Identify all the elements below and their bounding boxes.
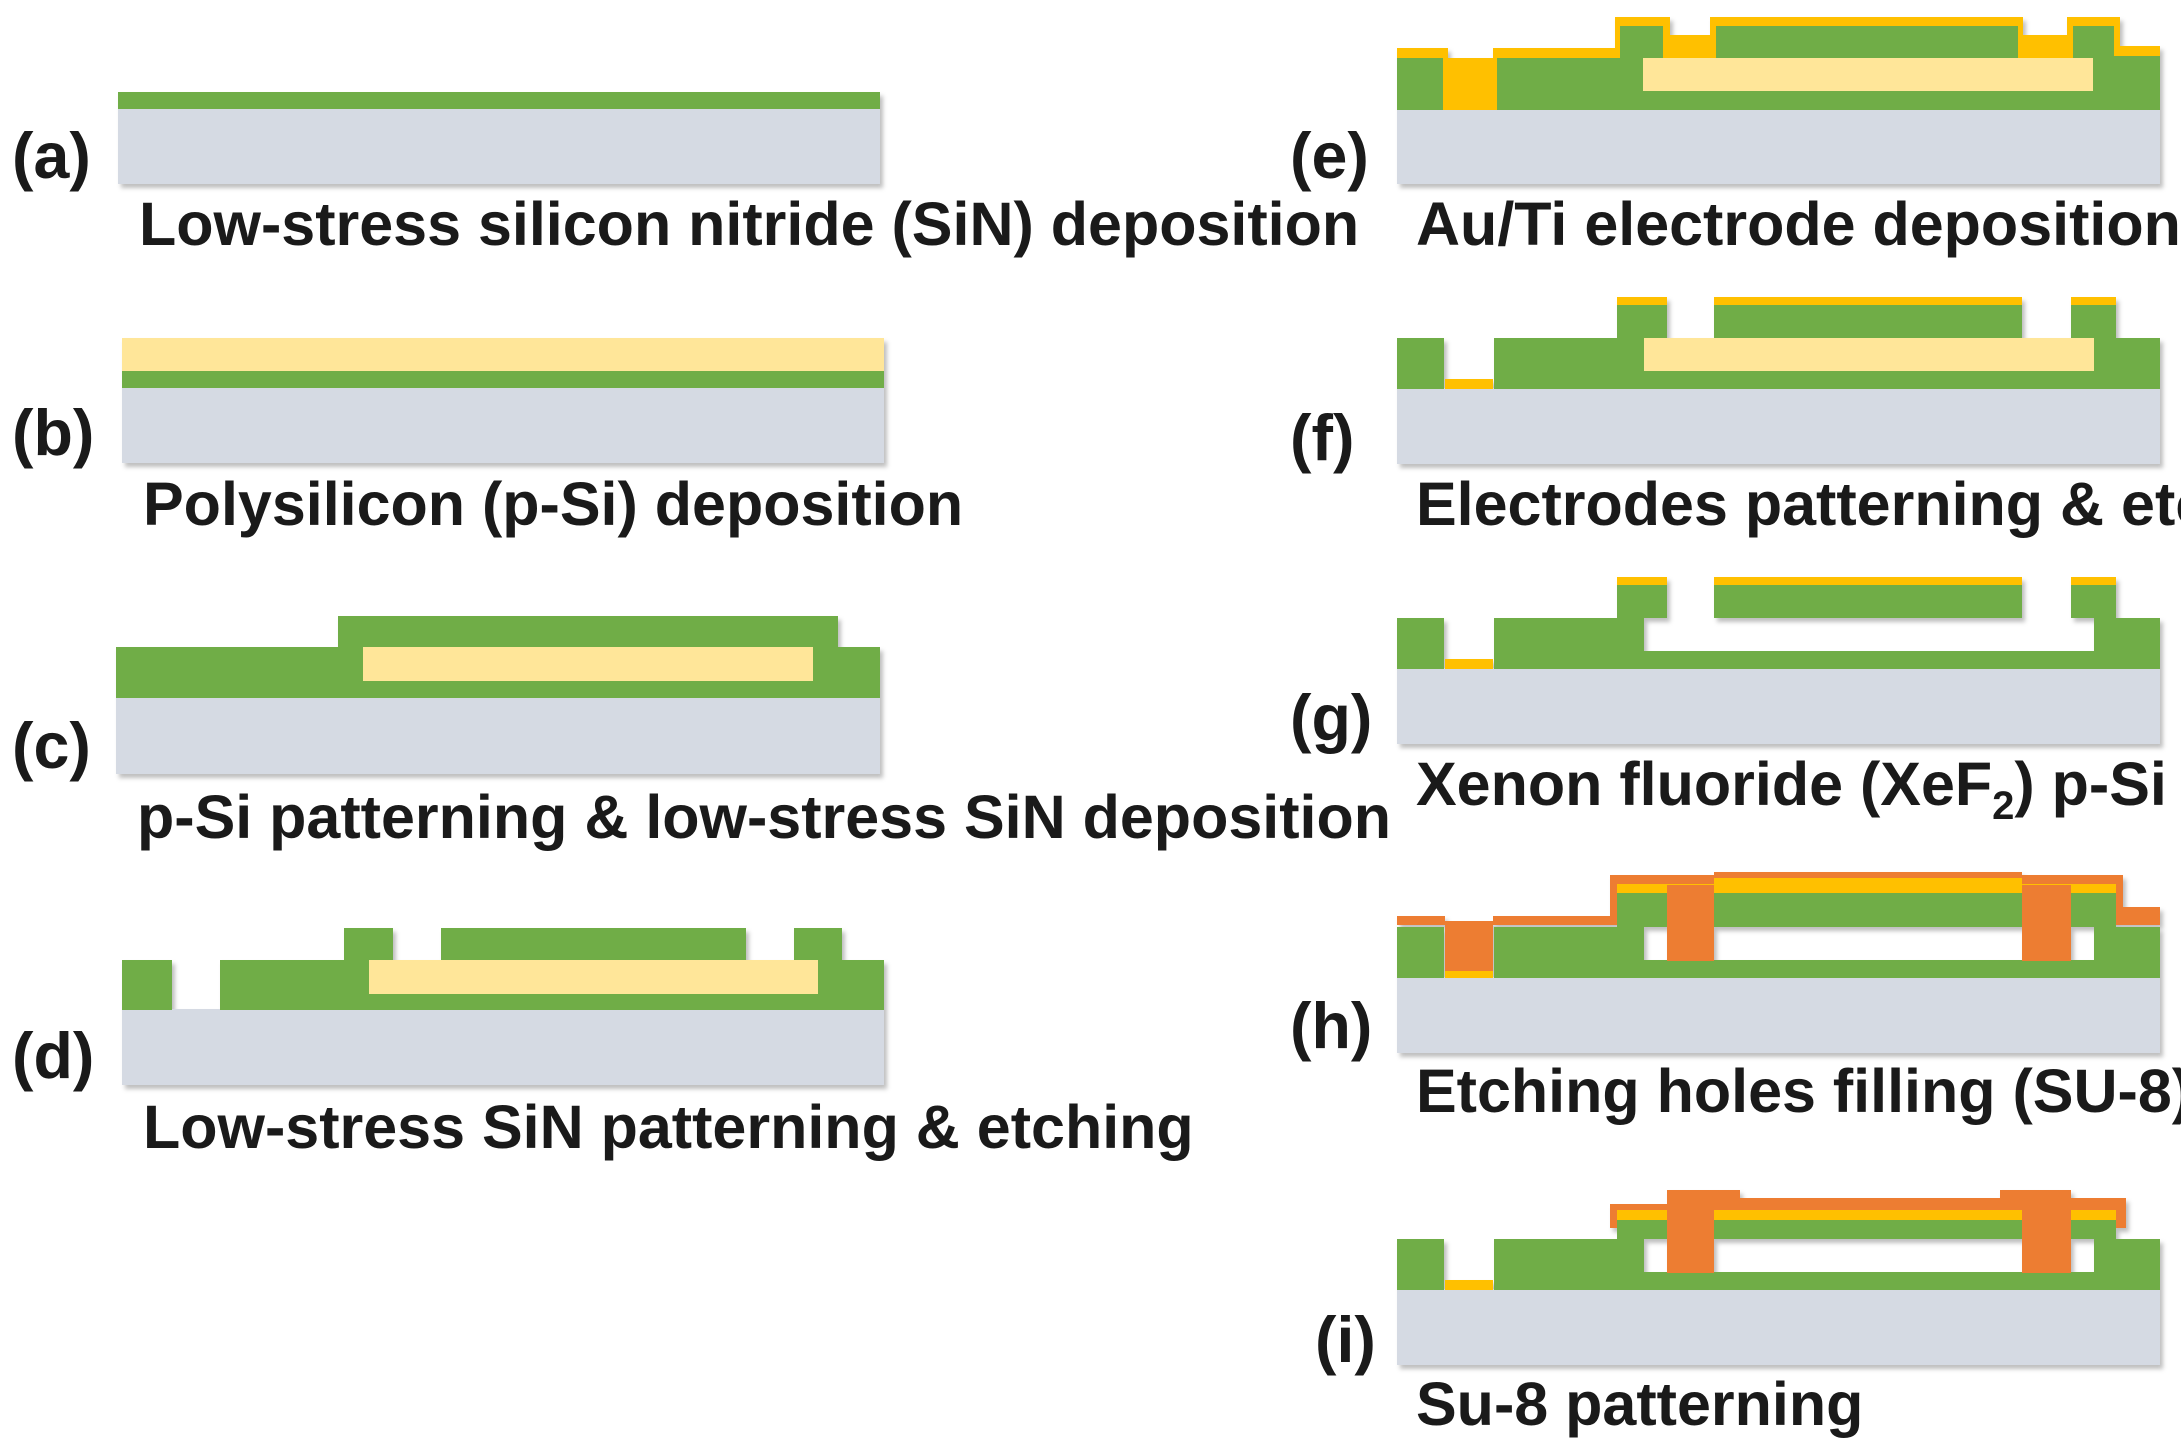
sin-layer — [1397, 927, 1444, 978]
step-a: (a) Low-stress silicon nitride (SiN) dep… — [12, 92, 1359, 258]
cross-section — [122, 338, 884, 463]
psi-layer — [369, 960, 818, 994]
membrane-layer — [1714, 893, 2022, 927]
substrate-layer — [1397, 1289, 2160, 1365]
step-f: (f) Electrodes patterning & etching — [1290, 297, 2181, 538]
sin-layer — [1494, 585, 2160, 669]
membrane-layer — [1714, 585, 2022, 618]
su8-filled-hole — [2022, 1190, 2071, 1273]
cross-section — [1397, 297, 2160, 464]
step-label: (g) — [1290, 682, 1372, 754]
step-caption: Au/Ti electrode deposition — [1416, 190, 2181, 258]
step-h: (h) Etching holes filling (SU-8) — [1290, 872, 2181, 1125]
sin-layer — [118, 92, 880, 109]
electrode-layer — [1714, 297, 2022, 306]
step-caption: Low-stress SiN patterning & etching — [143, 1093, 1194, 1161]
step-caption: Polysilicon (p-Si) deposition — [143, 470, 963, 538]
su8-filled-hole — [1667, 1190, 1714, 1273]
electrode-layer — [1617, 297, 1667, 306]
sin-layer — [1494, 1220, 2160, 1290]
su8-filled-hole — [2022, 885, 2071, 961]
step-caption: Xenon fluoride (XeF2) p-Si etching — [1416, 750, 2181, 828]
electrode-layer — [1617, 878, 2116, 893]
step-label: (f) — [1290, 402, 1354, 474]
substrate-layer — [118, 108, 880, 184]
step-label: (c) — [12, 710, 91, 782]
step-g: (g) Xenon fluoride (XeF2) p-Si etching — [1290, 577, 2181, 828]
step-d: (d) Low-stress SiN patterning & etching — [12, 928, 1194, 1161]
step-caption: Low-stress silicon nitride (SiN) deposit… — [139, 190, 1359, 258]
electrode-layer — [1445, 968, 1493, 978]
electrode-layer — [1445, 1280, 1493, 1290]
cross-section — [1397, 872, 2160, 1053]
su8-filled-hole — [1667, 885, 1714, 961]
psi-layer — [1643, 58, 2093, 91]
electrode-layer — [1445, 659, 1493, 669]
step-i: (i) Su-8 patterning — [1315, 1190, 2160, 1438]
electrode-layer — [1617, 1210, 2116, 1220]
sin-layer — [1494, 893, 2160, 978]
step-label: (d) — [12, 1020, 94, 1092]
psi-layer — [363, 647, 813, 681]
substrate-layer — [1397, 977, 2160, 1053]
cross-section — [1397, 17, 2160, 184]
step-label: (a) — [12, 120, 91, 192]
step-label: (e) — [1290, 120, 1369, 192]
substrate-layer — [122, 1009, 884, 1085]
sin-layer — [1397, 338, 1444, 389]
step-label: (i) — [1315, 1304, 1376, 1376]
substrate-layer — [116, 697, 880, 774]
sin-layer — [122, 960, 172, 1010]
membrane-layer — [1714, 1220, 2022, 1239]
step-e: (e) Au/Ti electrode deposition — [1290, 17, 2181, 258]
step-b: (b) Polysilicon (p-Si) deposition — [12, 338, 963, 538]
su8-filled-hole — [1445, 925, 1493, 971]
sin-layer — [1397, 1239, 1444, 1290]
sin-layer — [122, 370, 884, 388]
step-caption: Electrodes patterning & etching — [1416, 470, 2181, 538]
cross-section — [1397, 577, 2160, 744]
cross-section — [116, 616, 880, 774]
step-label: (h) — [1290, 990, 1372, 1062]
electrode-layer — [2071, 577, 2116, 586]
sin-layer — [1397, 618, 1444, 669]
electrode-layer — [1714, 577, 2022, 586]
step-caption: Su-8 patterning — [1416, 1370, 1863, 1438]
substrate-layer — [1397, 388, 2160, 464]
substrate-layer — [1397, 668, 2160, 744]
step-c: (c) p-Si patterning & low-stress SiN dep… — [12, 616, 1391, 851]
electrode-layer — [1617, 577, 1667, 586]
psi-layer — [1644, 338, 2094, 371]
psi-layer — [122, 338, 884, 371]
electrode-layer — [1445, 379, 1493, 389]
cross-section — [122, 928, 884, 1085]
cross-section — [118, 92, 880, 184]
substrate-layer — [122, 387, 884, 463]
electrode-layer — [2071, 297, 2116, 306]
step-caption: p-Si patterning & low-stress SiN deposit… — [137, 783, 1391, 851]
step-label: (b) — [12, 397, 94, 469]
substrate-layer — [1397, 108, 2160, 184]
step-caption: Etching holes filling (SU-8) — [1416, 1057, 2181, 1125]
cross-section — [1397, 1190, 2160, 1365]
